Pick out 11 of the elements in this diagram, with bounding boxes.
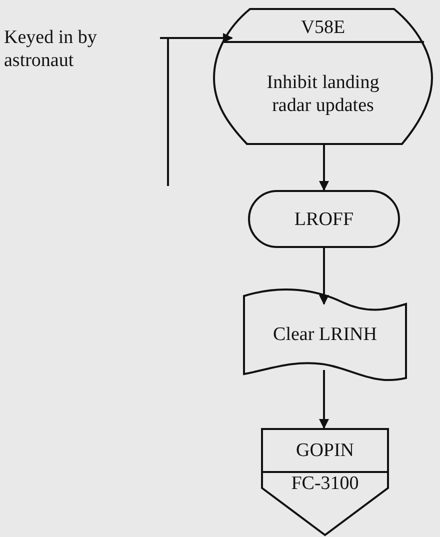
process-text: Clear LRINH (273, 322, 377, 346)
arrow (160, 33, 233, 43)
note-text: Keyed in by astronaut (4, 26, 98, 72)
arrow (319, 370, 329, 429)
process-text: Inhibit landing radar updates (266, 71, 380, 117)
routine-label: V58E (300, 16, 346, 38)
arrow (319, 248, 329, 305)
arrow (319, 145, 329, 191)
routine-label: GOPIN (296, 438, 354, 462)
page-reference: FC-3100 (291, 472, 359, 494)
terminal-text: LROFF (294, 208, 354, 230)
